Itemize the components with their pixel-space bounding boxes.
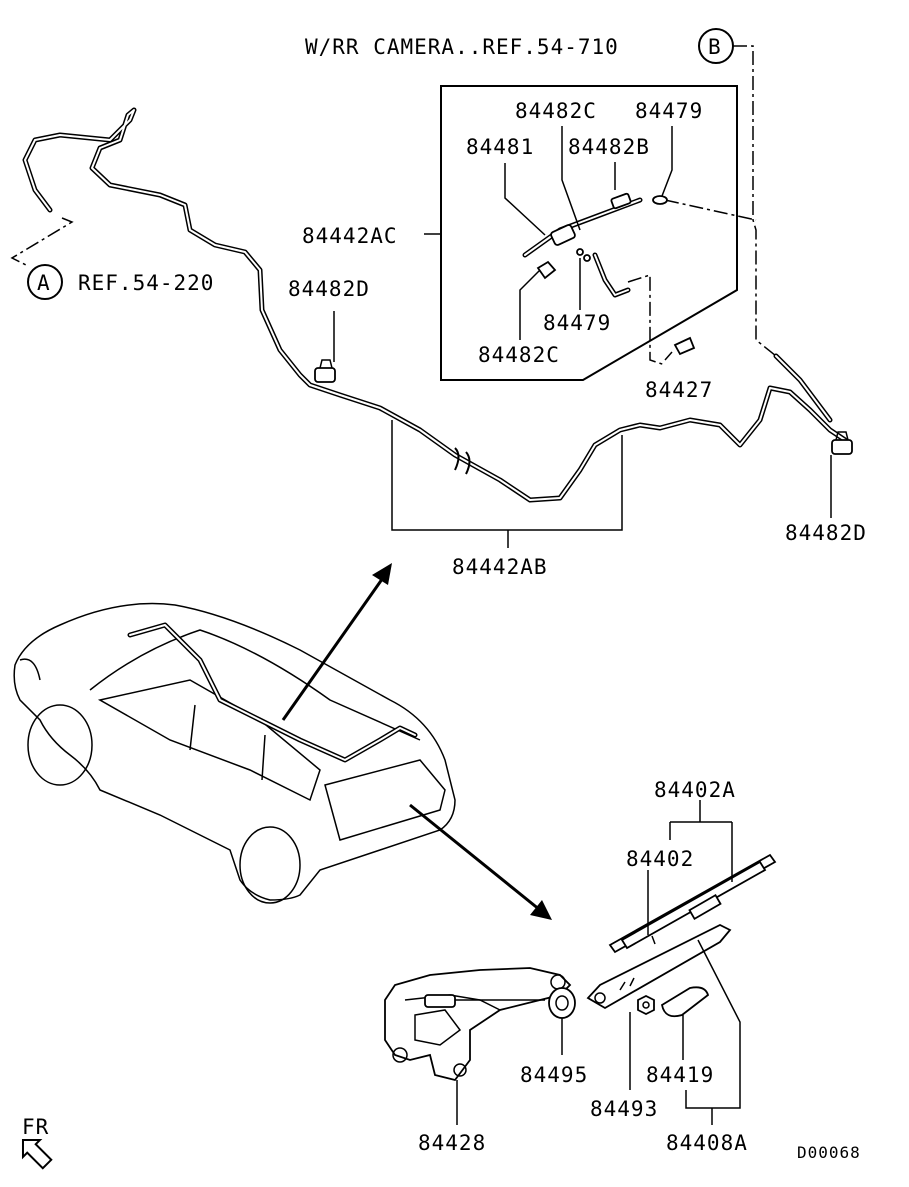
part-84493-nut [637,994,655,1016]
label-84493: 84493 [590,1097,658,1121]
bracket-84442AB [391,420,623,531]
header-note: W/RR CAMERA..REF.54-710 [305,35,619,59]
ref-b-leader [733,45,777,357]
hose-clip-left [314,359,336,383]
circle-b-label: B [708,35,722,59]
hose-clip-right [831,431,853,455]
label-84482D-right: 84482D [785,521,867,545]
label-84442AB: 84442AB [452,555,548,579]
detail-box [440,85,738,381]
detail-nozzle-assembly [522,192,668,298]
ref-a-text: REF.54-220 [78,271,214,295]
label-84408A: 84408A [666,1131,748,1155]
label-84428: 84428 [418,1131,486,1155]
circle-a-label: A [37,271,51,295]
washer-hose [22,107,848,503]
part-84427 [664,336,696,361]
ref-a-marker: A [27,264,63,300]
ref-b-marker: B [698,28,734,64]
label-84402A: 84402A [654,778,736,802]
label-84402: 84402 [626,847,694,871]
ref-a-leader [10,217,74,267]
wiper-blade [608,853,777,954]
wiper-motor [384,967,572,1082]
label-84482B: 84482B [568,135,650,159]
label-84479-top: 84479 [635,99,703,123]
part-84495-grommet [548,987,576,1019]
label-84482C-top: 84482C [515,99,597,123]
direction-label: FR [22,1115,49,1139]
label-84482C-bottom: 84482C [478,343,560,367]
label-84419: 84419 [646,1063,714,1087]
diagram-code: D00068 [797,1143,861,1162]
vehicle-outline [13,602,456,904]
wiper-arm [586,923,732,1010]
arrow-to-wiper [409,803,552,920]
part-84419-cover [660,986,710,1018]
label-84427: 84427 [645,378,713,402]
front-direction-arrow [21,1138,53,1170]
label-84495: 84495 [520,1063,588,1087]
label-84479-mid: 84479 [543,311,611,335]
arrow-to-hose [281,563,392,721]
label-84482D-left: 84482D [288,277,370,301]
label-84442AC: 84442AC [302,224,398,248]
label-84481: 84481 [466,135,534,159]
ref-b-connector [664,199,757,221]
